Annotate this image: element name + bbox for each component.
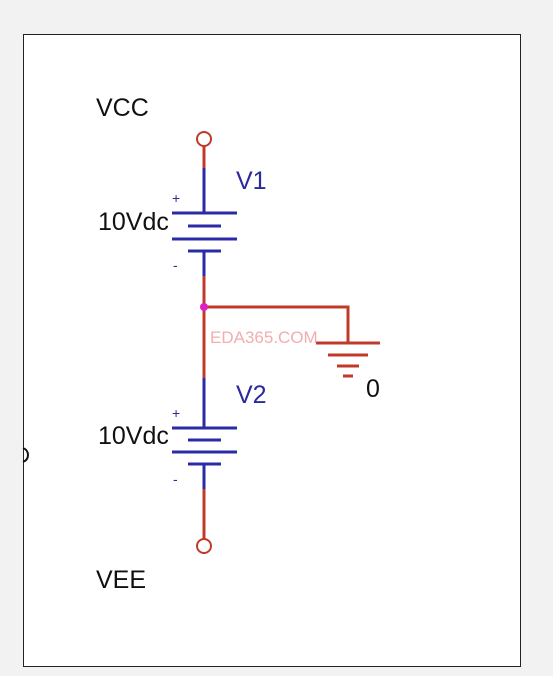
ground-symbol[interactable]: [316, 341, 380, 378]
v2-value: 10Vdc: [98, 422, 169, 450]
watermark: EDA365.COM: [210, 328, 318, 347]
source-v1[interactable]: [172, 168, 237, 276]
wire-ground: [204, 305, 350, 343]
v2-plus: +: [172, 405, 180, 421]
ground-label: 0: [366, 375, 380, 403]
v1-plus: +: [172, 190, 180, 206]
v2-name: V2: [236, 381, 267, 409]
vcc-label: VCC: [96, 94, 149, 122]
schematic-frame: [23, 34, 521, 667]
junction-dot: [200, 303, 208, 311]
vcc-terminal[interactable]: [196, 131, 212, 147]
v1-minus: -: [173, 257, 178, 273]
source-v2[interactable]: [172, 378, 237, 489]
v1-value: 10Vdc: [98, 208, 169, 236]
v2-minus: -: [173, 471, 178, 487]
v1-name: V1: [236, 167, 267, 195]
vee-terminal[interactable]: [196, 538, 212, 554]
cropped-fragment: [22, 447, 30, 463]
vee-label: VEE: [96, 566, 146, 594]
